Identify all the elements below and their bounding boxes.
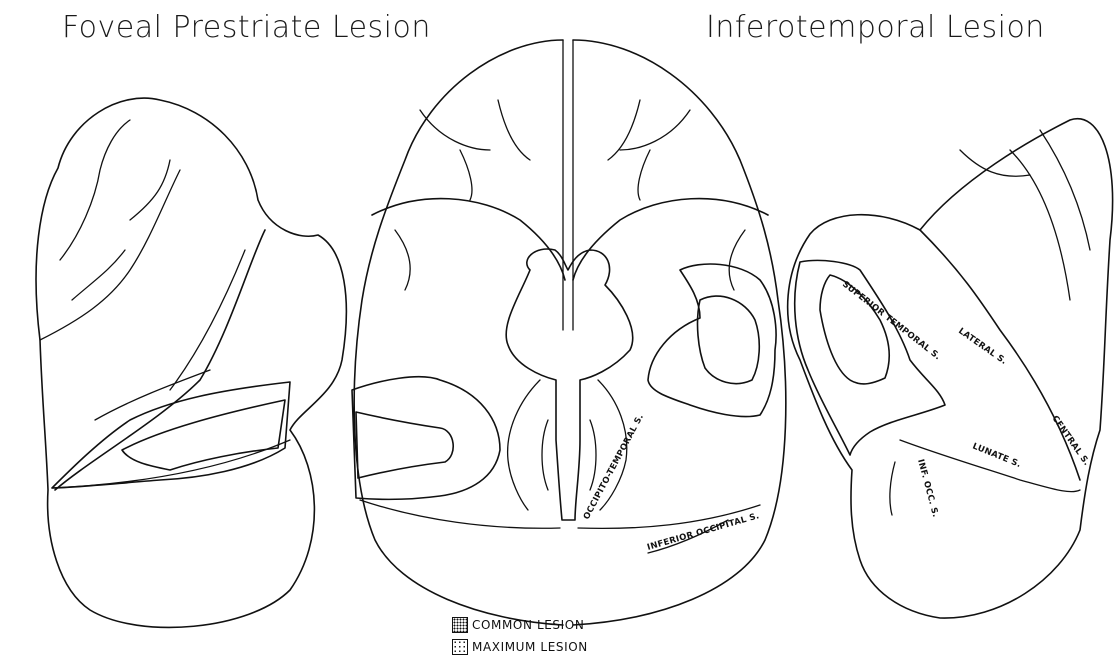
left-lesion-common [122, 400, 285, 470]
left-lateral-brain [36, 98, 346, 627]
common-lesion-swatch [452, 617, 468, 633]
right-lesion-max [795, 260, 945, 455]
ventral-lesion-left-common [356, 412, 453, 478]
right-lateral-brain: SUPERIOR TEMPORAL S. LATERAL S. CENTRAL … [788, 119, 1113, 618]
legend-label-maximum: MAXIMUM LESION [472, 640, 588, 654]
ventral-lesion-right-max [648, 264, 776, 417]
ventral-lesion-right-common [698, 296, 760, 384]
label-occipito-temporal: OCCIPITO-TEMPORAL S. [582, 412, 646, 521]
legend: COMMON LESION MAXIMUM LESION [452, 614, 588, 658]
left-temporal-lobe [55, 230, 265, 490]
ventral-brain: OCCIPITO-TEMPORAL S. INFERIOR OCCIPITAL … [352, 40, 786, 625]
label-superior-temporal: SUPERIOR TEMPORAL S. [840, 279, 942, 362]
label-lateral: LATERAL S. [956, 326, 1008, 367]
maximum-lesion-swatch [452, 639, 468, 655]
left-lesion-max [52, 382, 290, 488]
ventral-left-hemisphere [354, 40, 563, 625]
right-brain-outline [788, 119, 1113, 618]
left-brain-outline [36, 98, 346, 627]
label-inf-occ: INF. OCC. S. [915, 458, 940, 518]
legend-label-common: COMMON LESION [472, 618, 584, 632]
legend-item-common: COMMON LESION [452, 614, 588, 636]
legend-item-maximum: MAXIMUM LESION [452, 636, 588, 658]
label-central: CENTRAL S. [1050, 414, 1092, 468]
label-lunate: LUNATE S. [971, 442, 1023, 471]
ventral-midbrain [506, 249, 633, 520]
ventral-lesion-left-max [352, 377, 500, 500]
